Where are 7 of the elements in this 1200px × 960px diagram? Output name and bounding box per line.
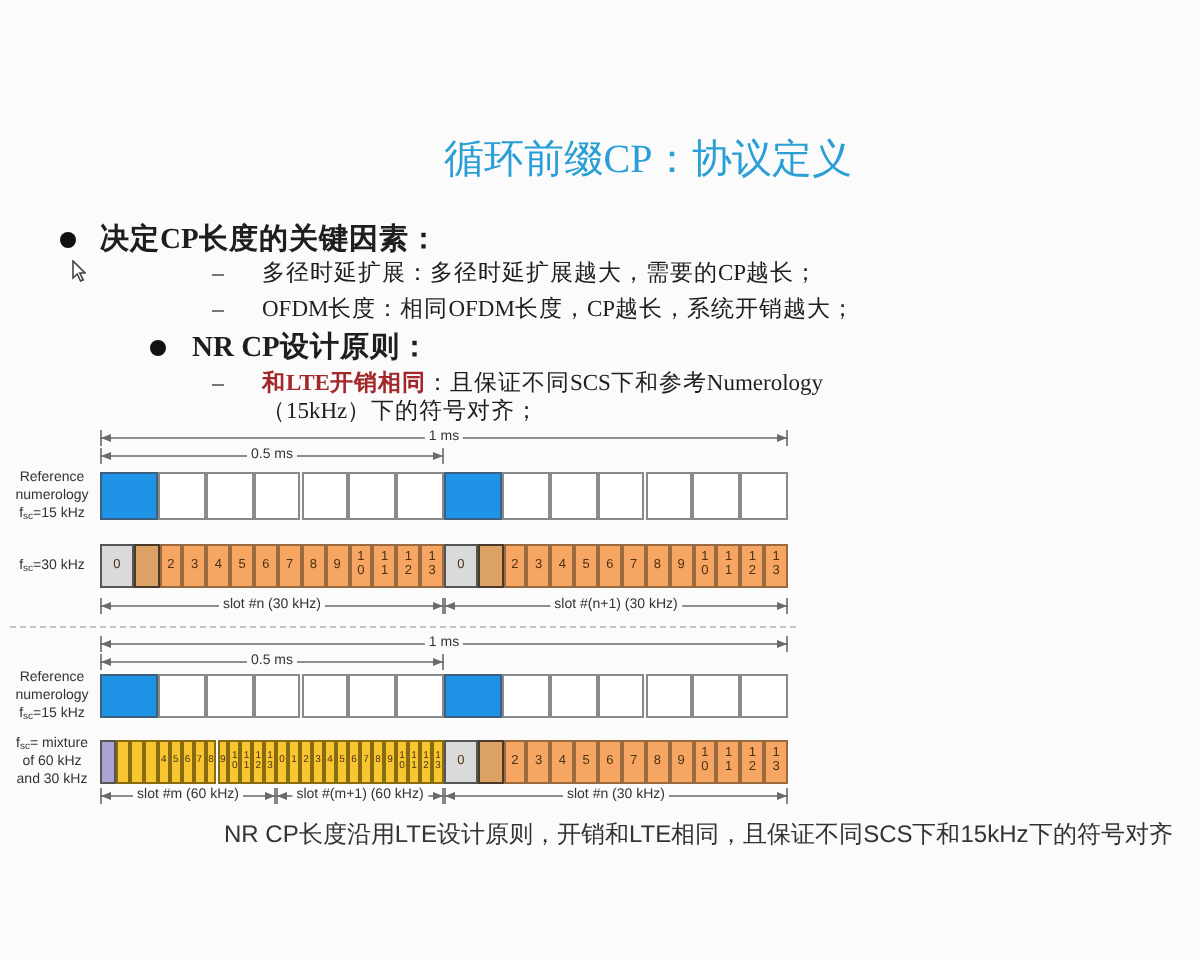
slide-title: 循环前缀CP：协议定义 [443, 136, 853, 186]
bullet-item: 和LTE开销相同：且保证不同SCS下和参考Numerology（15kHz）下的符号对齐； [262, 370, 826, 426]
bullet-heading: NR CP设计原则： [192, 330, 430, 366]
bullet-item: 多径时延扩展：多径时延扩展越大，需要的CP越长； [262, 260, 819, 288]
figure-caption: NR CP长度沿用LTE设计原则，开销和LTE相同，且保证不同SCS下和15kHz下的符号对齐 [224, 818, 1173, 850]
bullet-heading: 决定CP长度的关键因素： [100, 222, 439, 258]
bullet-item: OFDM长度：相同OFDM长度，CP越长，系统开销越大； [262, 296, 856, 324]
